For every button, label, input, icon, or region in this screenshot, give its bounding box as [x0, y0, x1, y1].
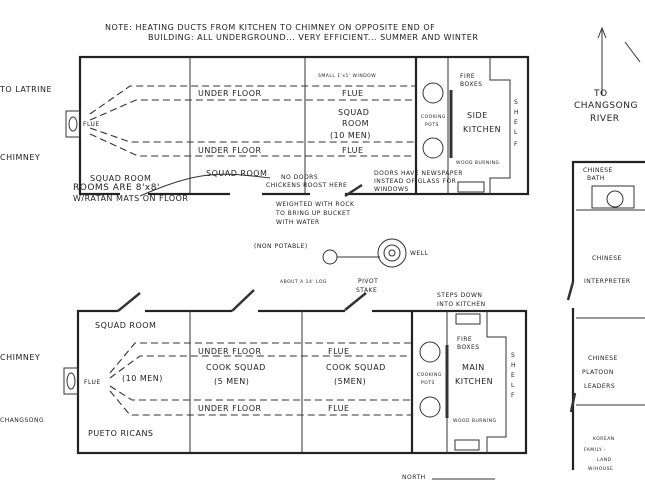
bottom-building — [63, 289, 528, 455]
cook-squad-label: (5MEN) — [334, 377, 366, 386]
flue-label: FLUE — [342, 89, 364, 98]
bath-label: CHINESE — [583, 167, 613, 174]
note-line-1: NOTE: HEATING DUCTS FROM KITCHEN TO CHIM… — [105, 23, 435, 32]
shelf-label: S H E L F — [514, 99, 519, 148]
shelf-letter: L — [511, 382, 515, 389]
river-label-3: RIVER — [590, 114, 620, 124]
note-line-2: BUILDING: ALL UNDERGROUND... VERY EFFICI… — [148, 33, 478, 42]
cooking-pot-icon — [419, 396, 441, 418]
shelf-letter: H — [511, 362, 516, 369]
fire-boxes-label: BOXES — [457, 344, 480, 351]
changsong-label: CHANGSONG — [0, 417, 44, 424]
pivot-note: STAKE — [356, 287, 377, 294]
bath-label: BATH — [587, 175, 605, 182]
korean-family-label: KOREAN — [593, 436, 615, 442]
side-kitchen-label: SIDE — [467, 111, 488, 120]
cooking-pot-icon — [422, 137, 444, 159]
main-kitchen-label: MAIN — [462, 363, 485, 372]
korean-family-label: FAMILY - — [584, 447, 606, 453]
chimney-label-top: CHIMNEY — [0, 153, 40, 162]
leaders-label: CHINESE — [588, 355, 618, 362]
latrine-label: TO LATRINE — [0, 85, 52, 94]
no-doors-note: NO DOORS — [281, 174, 318, 181]
squad-room-label: ROOM — [342, 119, 369, 128]
under-floor-label: UNDER FLOOR — [198, 404, 262, 413]
cook-squad-label: COOK SQUAD — [326, 363, 386, 372]
cooking-pots-label: COOKING — [417, 372, 442, 378]
chimney-label-bottom: CHIMNEY — [0, 353, 40, 362]
wood-burning-label: WOOD BURNING — [453, 418, 496, 424]
under-floor-label: UNDER FLOOR — [198, 347, 262, 356]
bathtub-icon — [606, 190, 624, 208]
river-label-1: TO — [593, 89, 608, 99]
non-potable-note: (NON POTABLE) — [254, 243, 308, 250]
flue-label: FLUE — [342, 146, 364, 155]
flue-label: FLUE — [83, 121, 100, 128]
no-doors-note: CHICKENS ROOST HERE — [266, 182, 347, 189]
pivot-note: PIVOT — [358, 278, 378, 285]
fire-boxes-label: FIRE — [460, 73, 475, 80]
shelf-letter: S — [514, 99, 518, 106]
korean-family-label: W/HOUSE — [588, 466, 613, 472]
korean-family-label: LAND — [597, 457, 612, 463]
squad-room-label: SQUAD — [338, 108, 369, 117]
doors-note: INSTEAD OF GLASS FOR — [374, 178, 456, 185]
north-label: NORTH — [402, 474, 426, 481]
squad-room-label: SQUAD ROOM — [206, 169, 267, 178]
cook-squad-label: COOK SQUAD — [206, 363, 266, 372]
flue-label: FLUE — [328, 347, 350, 356]
squad-room-label: SQUAD ROOM — [95, 321, 156, 330]
ten-men-label: (10 MEN) — [122, 374, 163, 383]
fire-boxes-label: FIRE — [457, 336, 472, 343]
well-label: WELL — [410, 250, 429, 257]
fire-boxes-label: BOXES — [460, 81, 483, 88]
side-kitchen-label: KITCHEN — [463, 125, 501, 134]
arrow-icon — [139, 173, 271, 197]
cooking-pots-label: POTS — [425, 122, 439, 128]
puerto-ricans-label: PUETO RICANS — [88, 429, 154, 438]
squad-room-label: SQUAD ROOM — [90, 174, 151, 183]
shelf-letter: E — [514, 119, 518, 126]
under-floor-label: UNDER FLOOR — [198, 146, 262, 155]
well-note: WITH WATER — [276, 219, 320, 226]
cooking-pot-icon — [419, 341, 441, 363]
under-floor-label: UNDER FLOOR — [198, 89, 262, 98]
rooms-note: ROOMS ARE 8'x8' — [73, 183, 160, 193]
shelf-letter: F — [514, 141, 518, 148]
well-note: WEIGHTED WITH ROCK — [276, 201, 355, 208]
wood-burning-label: WOOD BURNING — [456, 160, 499, 166]
rooms-note: W/RATAN MATS ON FLOOR — [73, 194, 188, 203]
flue-label: FLUE — [328, 404, 350, 413]
top-building — [65, 55, 530, 198]
shelf-letter: H — [514, 109, 519, 116]
river-label-2: CHANGSONG — [574, 101, 638, 111]
steps-note: STEPS DOWN — [437, 292, 482, 299]
flue-label: FLUE — [84, 379, 101, 386]
shelf-letter: L — [514, 129, 518, 136]
steps-note: INTO KITCHEN — [437, 301, 486, 308]
squad-room-label: (10 MEN) — [330, 131, 371, 140]
leaders-label: LEADERS — [584, 383, 615, 390]
shelf-letter: S — [511, 352, 515, 359]
well-icon — [322, 238, 407, 268]
cooking-pots-label: COOKING — [421, 114, 446, 120]
main-kitchen-label: KITCHEN — [455, 377, 493, 386]
cooking-pots-label: POTS — [421, 380, 435, 386]
shelf-label: S H E L F — [511, 352, 516, 399]
log-note: ABOUT A 14' LOG — [280, 279, 327, 285]
doors-note: WINDOWS — [374, 186, 409, 193]
shelf-letter: E — [511, 372, 515, 379]
interpreter-label: INTERPRETER — [584, 278, 631, 285]
leaders-label: PLATOON — [582, 369, 614, 376]
cook-squad-label: (5 MEN) — [214, 377, 249, 386]
river-arrow-icon — [597, 26, 641, 95]
interpreter-label: CHINESE — [592, 255, 622, 262]
well-note: TO BRING UP BUCKET — [275, 210, 350, 217]
right-building — [566, 160, 645, 470]
doors-note: DOORS HAVE NEWSPAPER — [374, 170, 463, 177]
cooking-pot-icon — [422, 82, 444, 104]
window-label: SMALL 1'x1' WINDOW — [318, 73, 376, 79]
shelf-letter: F — [511, 392, 515, 399]
